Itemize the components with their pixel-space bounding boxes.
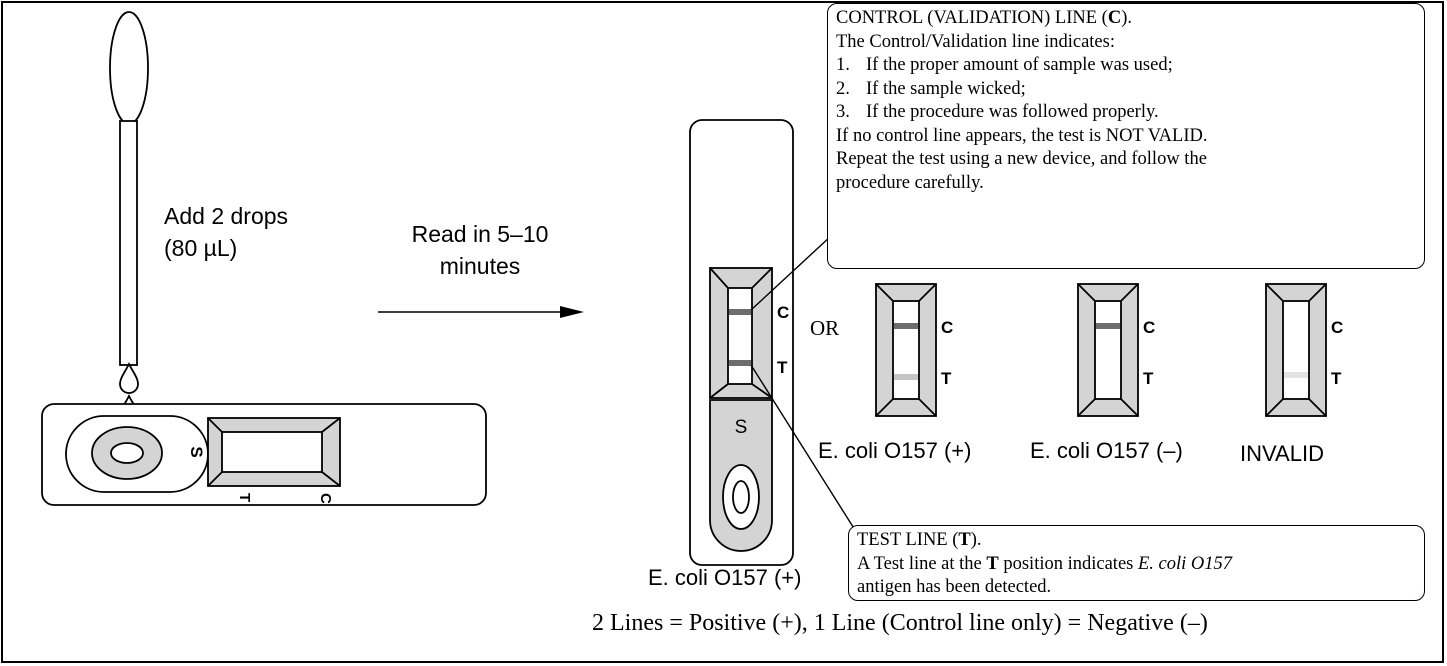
control-callout-item: 1.If the proper amount of sample was use…: [836, 55, 1173, 75]
read-time-line1: Read in 5–10: [411, 221, 549, 247]
main-result-label: E. coli O157 (+): [648, 565, 802, 590]
vertical-cassette: [689, 119, 794, 566]
positive-test-label: T: [941, 369, 952, 388]
drop-1: [119, 361, 139, 394]
horizontal-test-label: T: [236, 493, 253, 502]
control-callout-title: CONTROL (VALIDATION) LINE (C).: [836, 8, 1132, 28]
control-callout-item: 3.If the procedure was followed properly…: [836, 102, 1159, 122]
control-callout-item: 2.If the sample wicked;: [836, 78, 1026, 99]
control-callout-repeat: Repeat the test using a new device, and …: [836, 149, 1207, 169]
positive-result-label: E. coli O157 (+): [818, 438, 972, 463]
dropper-bulb: [109, 11, 149, 125]
horizontal-cassette: [41, 403, 487, 506]
control-line-mark: [729, 309, 751, 315]
test-leader-line: [750, 364, 856, 531]
read-time-instruction: Read in 5–10 minutes: [380, 218, 580, 282]
positive-control-line: [894, 323, 918, 329]
control-line-callout: CONTROL (VALIDATION) LINE (C). The Contr…: [827, 3, 1425, 269]
negative-control-label: C: [1143, 318, 1155, 337]
vertical-sample-label: S: [735, 417, 748, 438]
sample-well-hole: [110, 442, 144, 464]
test-callout-line2: antigen has been detected.: [857, 577, 1052, 597]
negative-result-label: E. coli O157 (–): [1030, 438, 1183, 463]
vertical-control-label: C: [777, 303, 789, 322]
result-window-positive: [875, 283, 937, 417]
test-line-mark: [729, 360, 751, 366]
negative-control-line: [1096, 323, 1120, 329]
positive-test-line: [894, 374, 918, 380]
positive-control-label: C: [941, 318, 953, 337]
control-callout-repeat-cont: procedure carefully.: [836, 172, 984, 193]
vertical-test-label: T: [777, 358, 788, 377]
read-time-line2: minutes: [439, 253, 521, 279]
add-drops-instruction: Add 2 drops (80 µL): [164, 200, 288, 264]
dropper-illustration: [109, 11, 149, 426]
invalid-test-line: [1284, 372, 1308, 378]
control-callout-warning: If no control line appears, the test is …: [836, 125, 1208, 146]
control-callout-intro: The Control/Validation line indicates:: [836, 31, 1115, 52]
or-label: OR: [810, 316, 840, 340]
test-callout-line1: A Test line at the T position indicates …: [857, 553, 1233, 574]
result-window-invalid: [1265, 283, 1327, 417]
horizontal-sample-label: S: [187, 446, 206, 457]
invalid-control-label: C: [1331, 318, 1343, 337]
dropper-tube: [119, 120, 138, 366]
horizontal-control-label: C: [317, 493, 334, 504]
vertical-window: [727, 287, 753, 385]
invalid-test-label: T: [1331, 369, 1342, 388]
result-window-negative: [1077, 283, 1139, 417]
add-drops-line2: (80 µL): [164, 235, 238, 261]
negative-test-label: T: [1143, 369, 1154, 388]
read-arrow: [378, 306, 584, 318]
result-summary: 2 Lines = Positive (+), 1 Line (Control …: [592, 610, 1208, 636]
control-leader-line: [750, 235, 832, 311]
vertical-sample-hole: [732, 480, 750, 514]
test-line-callout: TEST LINE (T). A Test line at the T posi…: [848, 525, 1425, 601]
test-callout-title: TEST LINE (T).: [857, 530, 982, 550]
result-window: [221, 431, 323, 473]
add-drops-line1: Add 2 drops: [164, 203, 289, 229]
invalid-result-label: INVALID: [1240, 441, 1324, 466]
